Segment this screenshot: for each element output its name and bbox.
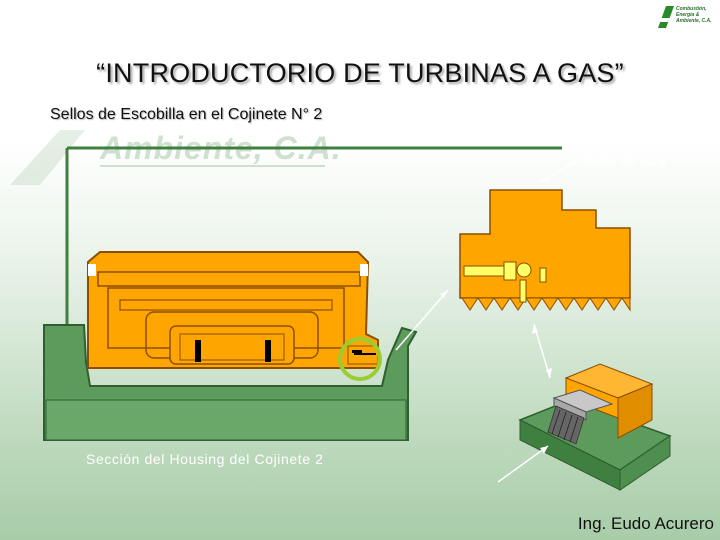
slide-subtitle: Sellos de Escobilla en el Cojinete N° 2: [50, 106, 323, 123]
logo-text: Combustión, Energía & Ambiente, C.A.: [676, 6, 712, 24]
watermark-logo-shape: [10, 130, 85, 185]
company-logo: Combustión, Energía & Ambiente, C.A.: [654, 4, 716, 30]
highlight-circle: [338, 337, 382, 381]
logo-line2: Energía &: [676, 12, 700, 18]
label-housing-section: Sección del Housing del Cojinete 2: [86, 451, 324, 467]
pointer-double-arrow: [533, 323, 551, 379]
air-seal: [459, 189, 631, 312]
bearing-body: [87, 251, 379, 369]
logo-line1: Combustión,: [676, 6, 707, 12]
brush-seal-detail: [338, 337, 382, 381]
pointer-arrow-seal: [395, 289, 449, 351]
label-air-seal: Sello de Aire: [582, 153, 668, 169]
slide-title: “INTRODUCTORIO DE TURBINAS A GAS”: [96, 58, 624, 88]
logo-line3: Ambiente, C.A.: [676, 18, 712, 24]
brush-seal-cutaway: [518, 363, 672, 491]
logo-mark-icon: [654, 6, 674, 28]
pointer-arrow-cutaway: [497, 445, 549, 483]
bearing-housing-section: [43, 324, 418, 441]
author-credit: Ing. Eudo Acurero: [577, 514, 714, 533]
